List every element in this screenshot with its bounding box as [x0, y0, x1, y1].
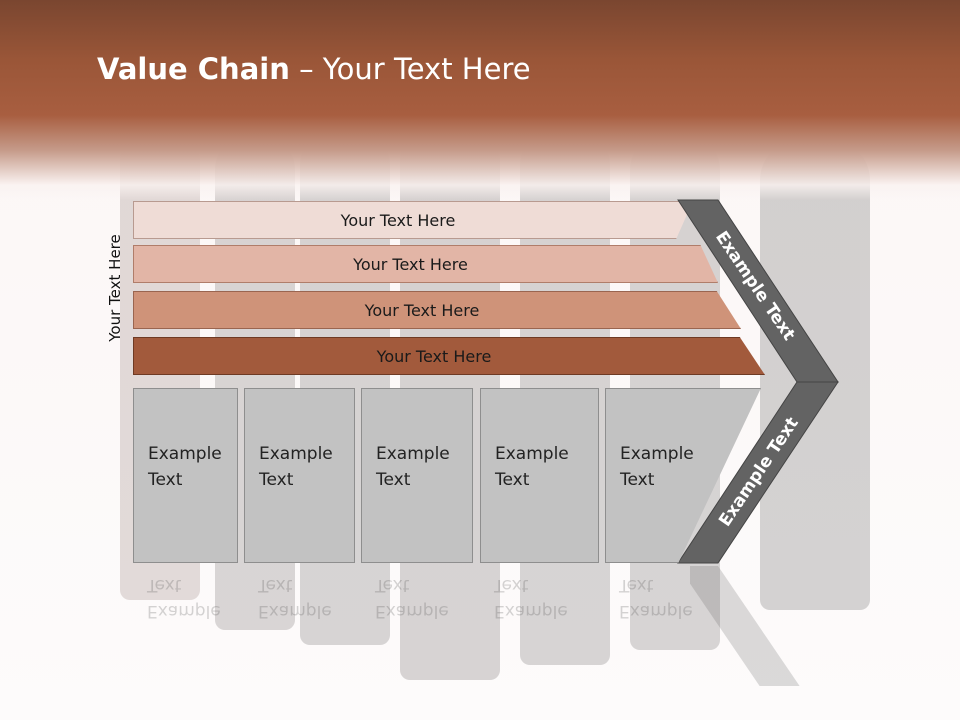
- column-4-line1: Example: [495, 444, 569, 464]
- bar-3-label: Your Text Here: [364, 300, 480, 320]
- reflection-4-line2: Text: [494, 575, 529, 595]
- bar-3[interactable]: Your Text Here: [133, 291, 741, 329]
- page-title: Value Chain – Your Text Here: [97, 52, 531, 86]
- column-5-line2: Text: [620, 470, 655, 490]
- title-rest: – Your Text Here: [289, 52, 531, 86]
- column-3[interactable]: Example Text: [361, 388, 473, 563]
- chevron-reflection: [690, 566, 800, 686]
- column-1-line1: Example: [148, 444, 222, 464]
- column-3-line2: Text: [376, 470, 411, 490]
- title-banner: [0, 0, 960, 200]
- title-bold: Value Chain: [97, 52, 290, 86]
- reflection-2-line2: Text: [258, 575, 293, 595]
- chevron-lower[interactable]: [677, 381, 839, 564]
- reflection-1-line1: Example: [147, 601, 221, 621]
- column-3-line1: Example: [376, 444, 450, 464]
- column-2-line1: Example: [259, 444, 333, 464]
- reflection-3-line1: Example: [375, 601, 449, 621]
- bar-1-label: Your Text Here: [340, 210, 456, 230]
- bar-1[interactable]: Your Text Here: [133, 201, 693, 239]
- column-2[interactable]: Example Text: [244, 388, 355, 563]
- bar-2[interactable]: Your Text Here: [133, 245, 718, 283]
- column-1[interactable]: Example Text: [133, 388, 238, 563]
- column-4[interactable]: Example Text: [480, 388, 599, 563]
- bar-4[interactable]: Your Text Here: [133, 337, 765, 375]
- column-4-line2: Text: [495, 470, 530, 490]
- reflection-2-line1: Example: [258, 601, 332, 621]
- column-2-line2: Text: [259, 470, 294, 490]
- column-5-line1: Example: [620, 444, 694, 464]
- reflection-1-line2: Text: [147, 575, 182, 595]
- reflection-3-line2: Text: [375, 575, 410, 595]
- reflection-4-line1: Example: [494, 601, 568, 621]
- bar-2-label: Your Text Here: [353, 254, 468, 274]
- bar-4-label: Your Text Here: [376, 346, 492, 366]
- column-1-line2: Text: [148, 470, 183, 490]
